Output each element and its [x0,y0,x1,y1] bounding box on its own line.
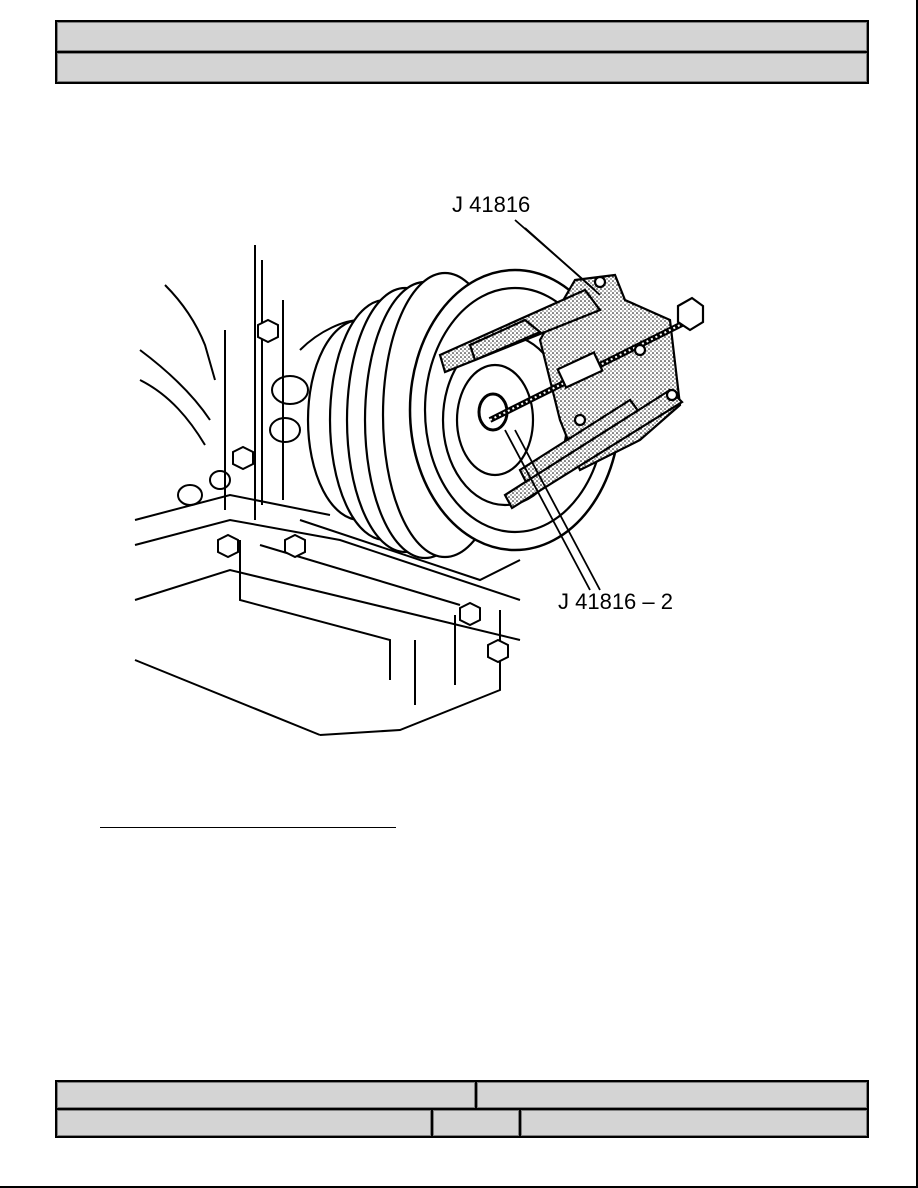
footer-cell-left-top [57,1082,475,1108]
footer-cell-middle-bottom [433,1110,519,1136]
pan-bolts [217,318,509,664]
section-divider [100,827,396,828]
puller-illustration [134,219,705,736]
puller-tool [438,273,705,510]
page-header [55,20,869,84]
footer-cell-left-bottom [57,1110,431,1136]
crankshaft-pulley [306,268,622,560]
footer-cell-right-top [477,1082,867,1108]
header-title-bar [57,22,867,51]
footer-cell-right-bottom [521,1110,867,1136]
callout-leaders [504,219,601,591]
callout-j41816-2: J 41816 – 2 [558,589,673,614]
header-subtitle-bar [57,53,867,82]
page-footer [55,1080,869,1138]
callout-j41816: J 41816 [452,192,531,217]
